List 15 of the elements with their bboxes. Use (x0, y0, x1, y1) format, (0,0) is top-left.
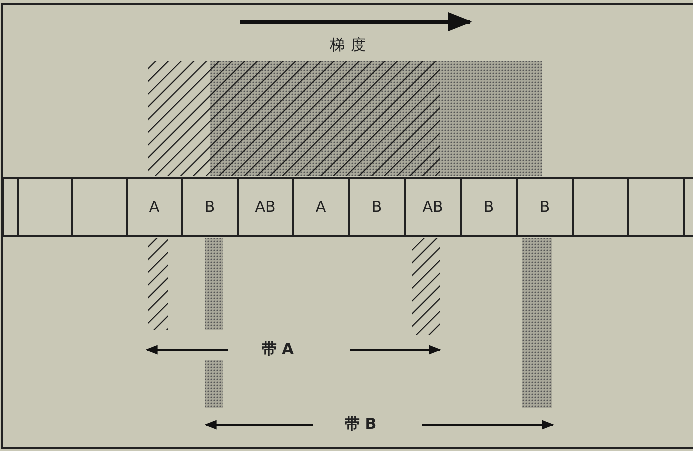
empty-well-cell (627, 177, 685, 237)
band-label: 带 B (345, 417, 377, 432)
empty-well-cell (71, 177, 128, 237)
well-cell: AB (404, 177, 462, 237)
well-cell: A (292, 177, 350, 237)
well-cell: B (516, 177, 574, 237)
gradient-label: 梯度 (330, 38, 372, 53)
well-cell: B (181, 177, 239, 237)
well-cell: AB (237, 177, 294, 237)
well-cell: B (348, 177, 406, 237)
empty-well-cell (17, 177, 73, 237)
empty-well-cell (572, 177, 629, 237)
well-cell: A (126, 177, 183, 237)
well-cell: B (460, 177, 518, 237)
band-label: 带 A (262, 342, 294, 357)
